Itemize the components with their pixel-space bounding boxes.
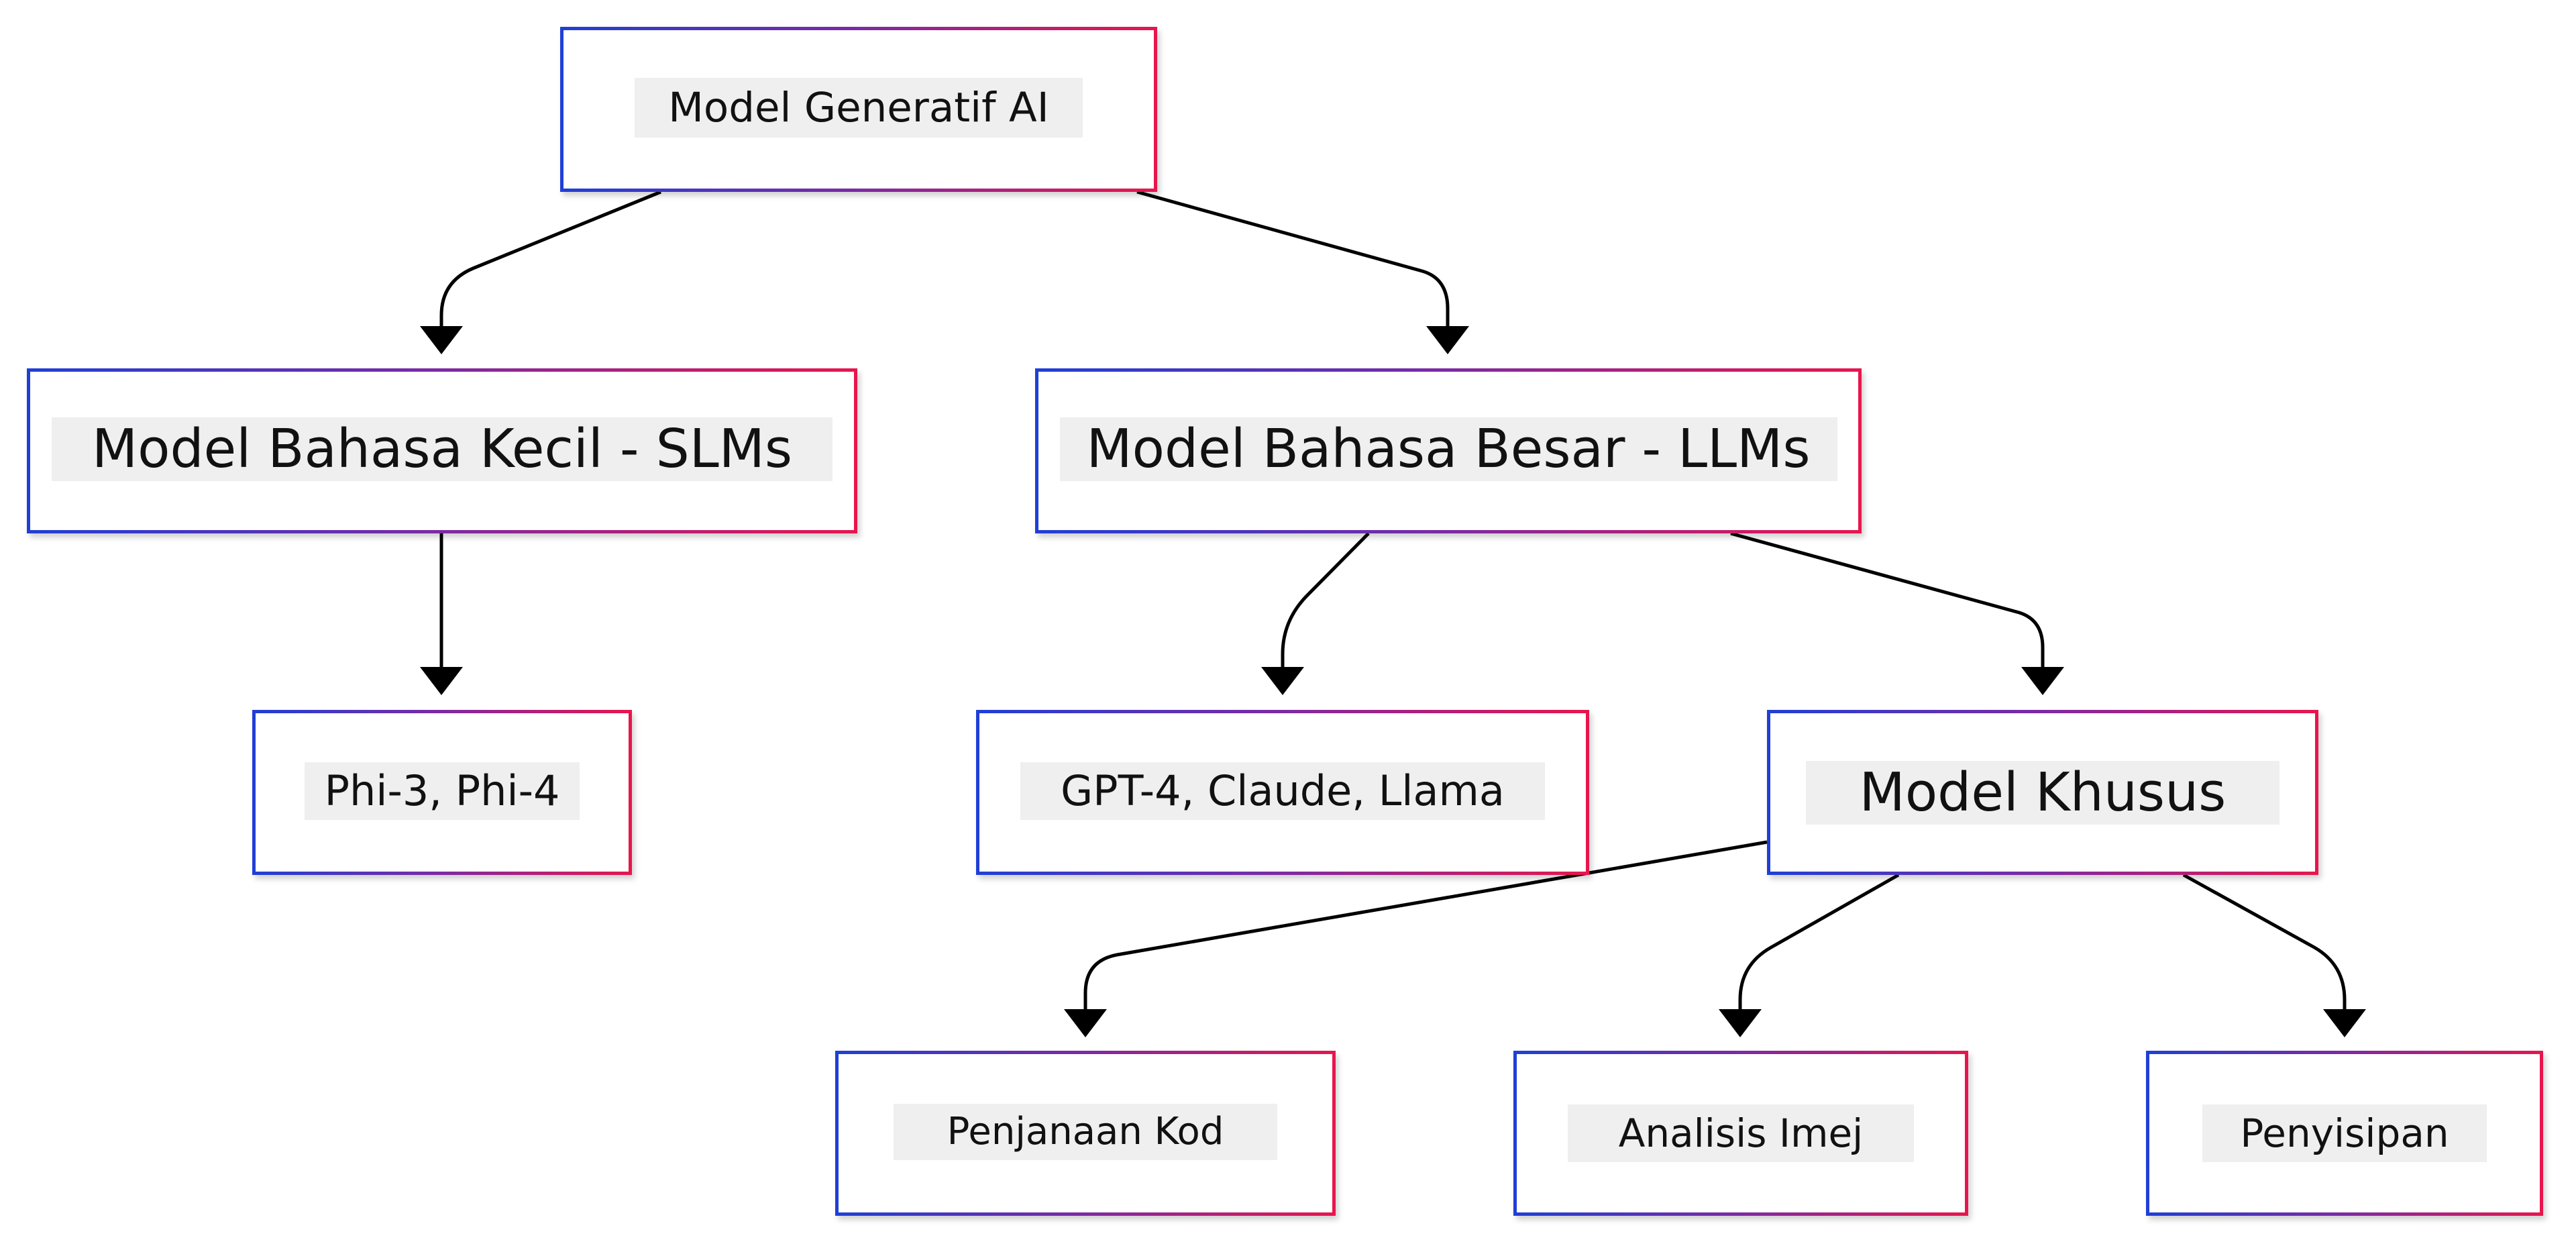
- node-model-bahasa-besar: Model Bahasa Besar - LLMs: [1035, 368, 1862, 533]
- edge-khusus-imej: [1738, 873, 1900, 1012]
- node-model-khusus: Model Khusus: [1767, 710, 2318, 875]
- node-label: Phi-3, Phi-4: [304, 762, 580, 820]
- arrowhead-slm-phi: [420, 667, 463, 695]
- node-label: Analisis Imej: [1567, 1104, 1915, 1162]
- node-penyisipan: Penyisipan: [2146, 1051, 2543, 1216]
- arrowhead-khusus-sisip: [2323, 1009, 2366, 1037]
- node-label: Penjanaan Kod: [893, 1104, 1278, 1160]
- edge-root-slm: [439, 190, 661, 329]
- edge-khusus-kod: [1083, 840, 1768, 1012]
- node-model-generatif-ai: Model Generatif AI: [560, 27, 1157, 192]
- node-label: GPT-4, Claude, Llama: [1020, 762, 1545, 820]
- edge-llm-khusus: [1730, 531, 2045, 670]
- node-label: Model Khusus: [1805, 760, 2280, 825]
- edge-khusus-sisip: [2182, 873, 2347, 1012]
- node-label: Penyisipan: [2202, 1104, 2487, 1162]
- edge-root-llm: [1136, 190, 1450, 329]
- arrowhead-llm-khusus: [2021, 667, 2064, 695]
- arrowhead-khusus-imej: [1719, 1009, 1762, 1037]
- node-label: Model Generatif AI: [635, 77, 1083, 138]
- node-analisis-imej: Analisis Imej: [1513, 1051, 1968, 1216]
- arrowhead-root-llm: [1426, 326, 1469, 354]
- arrowhead-khusus-kod: [1064, 1009, 1107, 1037]
- node-phi: Phi-3, Phi-4: [252, 710, 632, 875]
- node-model-bahasa-kecil: Model Bahasa Kecil - SLMs: [27, 368, 857, 533]
- edge-llm-gpt: [1281, 532, 1370, 670]
- arrowhead-root-slm: [420, 326, 463, 354]
- node-penjanaan-kod: Penjanaan Kod: [835, 1051, 1336, 1216]
- node-label: Model Bahasa Besar - LLMs: [1059, 417, 1837, 481]
- arrowhead-llm-gpt: [1261, 667, 1304, 695]
- node-label: Model Bahasa Kecil - SLMs: [51, 417, 833, 481]
- node-gpt-claude-llama: GPT-4, Claude, Llama: [976, 710, 1589, 875]
